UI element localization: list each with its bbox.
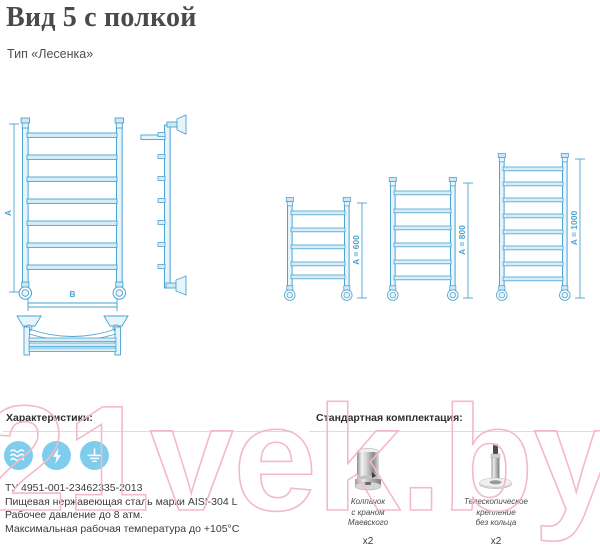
specification-icons (4, 441, 109, 470)
spec-line-temperature: Максимальная рабочая температура до +105… (5, 522, 240, 535)
variant-800-dimension (463, 182, 473, 299)
specification-lines: ТУ 4951-001-23462335-2013 Пищевая нержав… (5, 482, 305, 536)
variant-600-dimension (357, 202, 367, 299)
page-title: Вид 5 с полкой (6, 2, 197, 33)
main-rungs (26, 132, 118, 270)
valve-cap-photo (348, 437, 388, 493)
kit-item-caption: Колпачок с краном Маевского (347, 497, 389, 527)
telescopic-mount-photo (473, 437, 519, 493)
variant-1000 (496, 152, 585, 301)
kit-item: Телескопическое крепление без кольца x2 (444, 437, 548, 547)
side-rung-stubs (157, 132, 166, 269)
spec-line-material: Пищевая нержавеющая сталь марки AISI-304… (5, 495, 238, 508)
water-icon (4, 441, 33, 470)
kit-items: Колпачок с краном Маевского x2 (316, 437, 596, 547)
specifications-heading: Характеристики: (6, 412, 93, 424)
kit-item-qty: x2 (362, 535, 374, 547)
variant-1000-dimension (575, 158, 585, 299)
variant-1000-label: A = 1000 (569, 211, 579, 246)
variant-600-label: A = 600 (351, 235, 361, 265)
kit-item: Колпачок с краном Маевского x2 (316, 437, 420, 547)
dimension-a (9, 123, 19, 293)
spec-line-standard: ТУ 4951-001-23462335-2013 (5, 482, 143, 494)
spec-line-pressure: Рабочее давление до 8 атм. (5, 509, 144, 522)
specifications-divider (3, 431, 293, 432)
dimension-b-label: B (69, 289, 75, 299)
dimension-b (27, 298, 118, 308)
variant-800-label: A = 800 (457, 225, 467, 255)
main-side-view (140, 114, 187, 296)
ground-icon (80, 441, 109, 470)
shelf-top-view (16, 303, 129, 356)
main-front-view (9, 117, 126, 308)
variant-800 (387, 176, 473, 301)
kit-divider (309, 431, 597, 432)
kit-item-caption: Телескопическое крепление без кольца (464, 497, 528, 527)
dimension-a-label: A (3, 210, 13, 216)
electric-icon (42, 441, 71, 470)
technical-drawing-area: A B (0, 95, 600, 370)
page-subtitle: Тип «Лесенка» (7, 47, 94, 61)
variant-600 (284, 196, 367, 301)
kit-heading: Стандартная комплектация: (316, 412, 463, 424)
kit-item-qty: x2 (490, 535, 502, 547)
